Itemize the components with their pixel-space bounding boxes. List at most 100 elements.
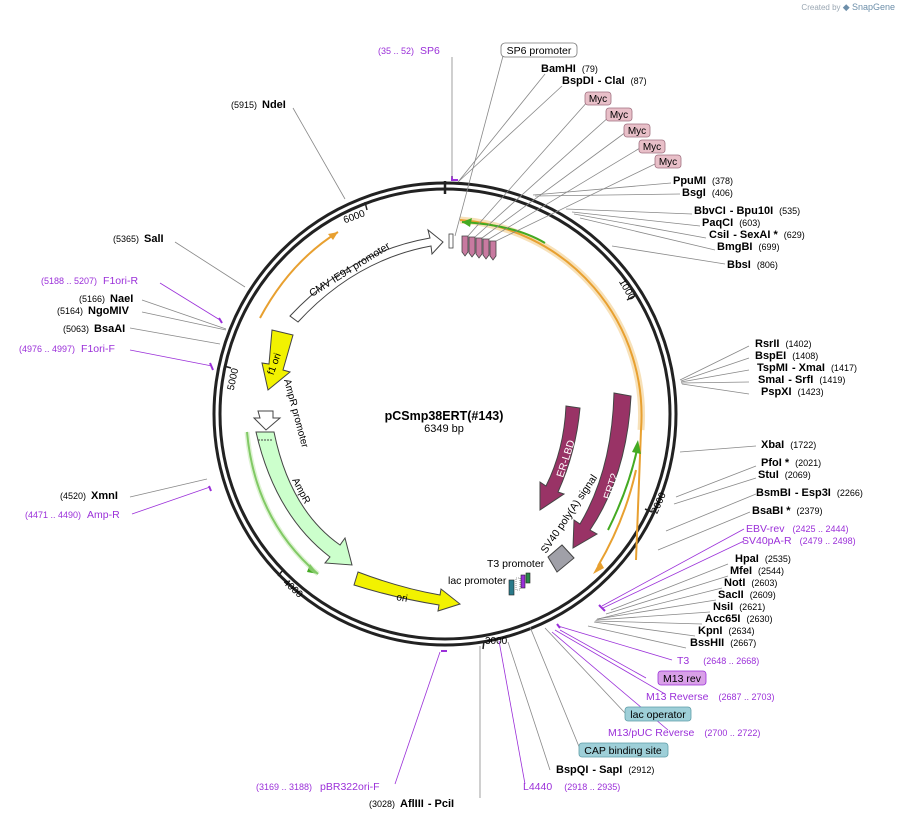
- primer-mark-ebv: [598, 604, 606, 612]
- site-afliii-pcii[interactable]: (3028)AflIII-PciI: [369, 798, 454, 810]
- site-mfei[interactable]: MfeI(2544): [730, 565, 784, 577]
- myc-box-3[interactable]: [623, 123, 651, 138]
- orf-orange-arc: [459, 219, 643, 561]
- site-pfoi[interactable]: PfoI *(2021): [761, 457, 821, 469]
- site-sacii[interactable]: SacII(2609): [718, 589, 776, 601]
- site-xbai[interactable]: XbaI(1722): [761, 439, 816, 451]
- cap-binding-site-box[interactable]: [578, 742, 669, 758]
- ori-arrow[interactable]: [353, 571, 462, 612]
- orf-green-top: [461, 221, 546, 244]
- primer-sp6[interactable]: (35 .. 52)SP6: [378, 45, 440, 57]
- box-leader-lines: [529, 626, 626, 750]
- primer-m13-puc-reverse[interactable]: M13/pUC Reverse(2700 .. 2722): [608, 727, 760, 739]
- site-bsshii[interactable]: BssHII(2667): [690, 637, 756, 649]
- cap-binding-site-label: CAP binding site: [584, 745, 662, 757]
- snapgene-credit: Created by ◆ SnapGene: [801, 2, 895, 13]
- ori-label: ori: [395, 592, 408, 605]
- primer-mark-amp-r: [208, 485, 212, 492]
- site-noti[interactable]: NotI(2603): [724, 577, 777, 589]
- primer-leader-lines: [129, 282, 745, 785]
- myc-tags-cluster[interactable]: [448, 233, 497, 261]
- site-naei[interactable]: (5166)NaeI: [79, 293, 133, 305]
- lac-operator-box[interactable]: [624, 706, 692, 722]
- enzyme-labels-right: BamHI(79) BspDI-ClaI(87) PpuMI(378) BsgI…: [369, 63, 863, 810]
- site-bsaai[interactable]: (5063)BsaAI: [63, 323, 125, 335]
- lac-promoter-label: lac promoter: [448, 575, 507, 587]
- site-acc65i[interactable]: Acc65I(2630): [705, 613, 773, 625]
- plasmid-name: pCSmp38ERT(#143): [385, 409, 504, 423]
- site-xmni[interactable]: (4520)XmnI: [60, 490, 118, 502]
- primer-mark-sp6: [451, 176, 458, 181]
- primer-mark-f1ori-f: [209, 362, 214, 371]
- primer-m13-reverse[interactable]: M13 Reverse(2687 .. 2703): [646, 691, 775, 703]
- site-bspdi-clai[interactable]: BspDI-ClaI(87): [562, 75, 647, 87]
- site-csii-sexai[interactable]: CsiI-SexAI *(629): [709, 229, 805, 241]
- primer-l4440[interactable]: L4440(2918 .. 2935): [523, 781, 620, 793]
- cmv-label: CMV IE94 promoter: [307, 240, 392, 300]
- m13-rev-label: M13 rev: [663, 673, 702, 685]
- site-ndei[interactable]: (5915)NdeI: [231, 99, 286, 111]
- ampr-promoter-arrow[interactable]: [252, 410, 282, 431]
- lac-t3-cluster[interactable]: [508, 572, 531, 596]
- tick-5000: 5000: [226, 367, 241, 391]
- myc-box-1[interactable]: [584, 91, 612, 106]
- site-tspmi-xmai[interactable]: TspMI-XmaI(1417): [757, 362, 857, 374]
- ampr-arrow[interactable]: [255, 431, 353, 566]
- credit-brand: SnapGene: [851, 2, 895, 12]
- site-hpai[interactable]: HpaI(2535): [735, 553, 791, 565]
- leader-lines: [129, 55, 757, 798]
- site-bspei[interactable]: BspEI(1408): [755, 350, 818, 362]
- primer-t3[interactable]: T3(2648 .. 2668): [677, 655, 759, 667]
- snapgene-logo-icon: ◆: [842, 2, 850, 12]
- sv40-polya-box[interactable]: [547, 544, 575, 573]
- primer-ebv-rev[interactable]: EBV-rev(2425 .. 2444): [746, 523, 849, 535]
- cmv-ie94-promoter-arrow[interactable]: [289, 228, 444, 323]
- primer-f1ori-r[interactable]: (5188 .. 5207)F1ori-R: [41, 275, 138, 287]
- site-ppumi[interactable]: PpuMI(378): [673, 175, 733, 187]
- orf-orange-left: [259, 231, 339, 319]
- ampr-promoter-label: AmpR promoter: [281, 378, 310, 450]
- site-sali[interactable]: (5365)SalI: [113, 233, 164, 245]
- primer-mark-f1ori-r: [218, 317, 223, 324]
- lac-operator-label: lac operator: [630, 709, 686, 721]
- site-stui[interactable]: StuI(2069): [758, 469, 811, 481]
- site-bamhi[interactable]: BamHI(79): [541, 63, 598, 75]
- myc-box-5[interactable]: [654, 154, 682, 169]
- primer-amp-r[interactable]: (4471 .. 4490)Amp-R: [25, 509, 120, 521]
- backbone: [212, 181, 678, 647]
- sp6-promoter-box[interactable]: [500, 42, 578, 58]
- credit-prefix: Created by: [801, 3, 841, 12]
- myc-label-3: Myc: [628, 126, 646, 137]
- site-smai-srfi[interactable]: SmaI-SrfI(1419): [758, 374, 845, 386]
- site-bspqi-sapi[interactable]: BspQI-SapI(2912): [556, 764, 654, 776]
- myc-label-5: Myc: [659, 157, 677, 168]
- primer-f1ori-f[interactable]: (4976 .. 4997)F1ori-F: [19, 343, 115, 355]
- site-bsmbi-esp3i[interactable]: BsmBI-Esp3I(2266): [756, 487, 863, 499]
- site-nsii[interactable]: NsiI(2621): [713, 601, 765, 613]
- site-rsrii[interactable]: RsrII(1402): [755, 338, 811, 350]
- tick-4000: 4000: [281, 577, 305, 600]
- myc-box-2[interactable]: [605, 107, 633, 122]
- t3-promoter-label: T3 promoter: [487, 558, 545, 570]
- sp6-promoter-label: SP6 promoter: [507, 45, 572, 57]
- primer-labels: (35 .. 52)SP6 (5188 .. 5207)F1ori-R (497…: [19, 45, 856, 793]
- ert2-arrow[interactable]: [572, 392, 632, 549]
- primer-sv40pa-r[interactable]: SV40pA-R(2479 .. 2498): [742, 535, 856, 547]
- site-bsabi[interactable]: BsaBI *(2379): [752, 505, 823, 517]
- site-ngomiv[interactable]: (5164)NgoMIV: [57, 305, 130, 317]
- site-bsgi[interactable]: BsgI(406): [682, 187, 733, 199]
- site-bbvci-bpu10i[interactable]: BbvCI-Bpu10I(535): [694, 205, 800, 217]
- site-bmgbi[interactable]: BmgBI(699): [717, 241, 779, 253]
- site-pspxi[interactable]: PspXI(1423): [761, 386, 824, 398]
- myc-box-4[interactable]: [638, 139, 666, 154]
- site-paqci[interactable]: PaqCI(603): [702, 217, 760, 229]
- m13-rev-box[interactable]: [657, 670, 707, 686]
- f1-ori-arrow[interactable]: [261, 329, 294, 391]
- site-bbsi[interactable]: BbsI(806): [727, 259, 778, 271]
- orf-green-right: [607, 449, 638, 531]
- er-lbd-arrow[interactable]: [539, 405, 581, 511]
- enzyme-labels-left: (5915)NdeI (5365)SalI (5166)NaeI (5164)N…: [57, 99, 286, 502]
- myc-label-2: Myc: [610, 110, 628, 121]
- site-kpni[interactable]: KpnI(2634): [698, 625, 754, 637]
- primer-pbr322ori-f[interactable]: (3169 .. 3188)pBR322ori-F: [256, 781, 380, 793]
